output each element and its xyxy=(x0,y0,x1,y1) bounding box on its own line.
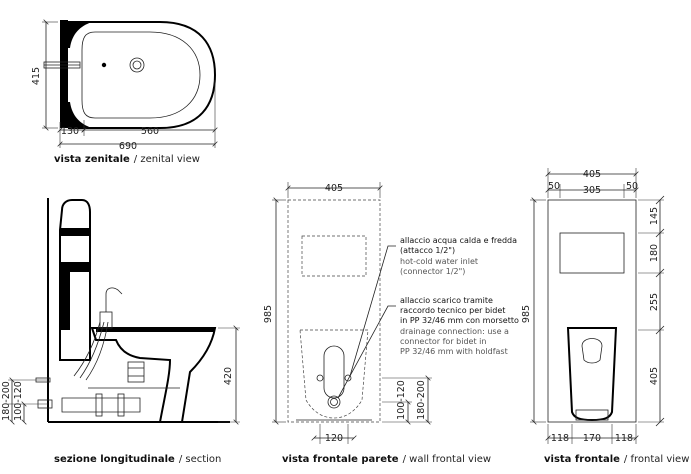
zenital-dim-130: 130 xyxy=(61,126,79,137)
frontal-dim-305: 305 xyxy=(583,185,601,196)
zenital-inner-rim xyxy=(81,31,201,119)
section-dim-180-200: 180-200 xyxy=(1,381,12,421)
frontal-top-panel xyxy=(559,232,625,274)
section-dim-100-120: 100-120 xyxy=(13,381,24,421)
zenital-bowl-outline xyxy=(68,21,217,129)
annotation-notes: allaccio acqua calda e fredda (attacco 1… xyxy=(400,236,519,356)
frontal-dim-118-left: 118 xyxy=(551,433,569,444)
wall-water-inlet-right xyxy=(344,374,352,382)
frontal-view: 405 50 305 50 985 145 180 255 405 xyxy=(521,168,689,465)
note-water-light-1: hot-cold water inlet xyxy=(400,257,478,266)
frontal-dim-118-right: 118 xyxy=(615,433,633,444)
wall-drain-inner xyxy=(330,398,338,406)
section-frame-block-top xyxy=(60,228,90,236)
wall-frame xyxy=(287,199,381,423)
wall-dim-100-120: 100-120 xyxy=(396,380,407,420)
wall-dim-120: 120 xyxy=(325,433,343,444)
wall-dim-180-200: 180-200 xyxy=(416,380,427,420)
zenital-view: 415 130 560 690 vista zenitale/ zenital … xyxy=(31,20,215,165)
note-drain-light-1: drainage connection: use a xyxy=(400,327,509,336)
wall-bidet-outline xyxy=(299,329,369,419)
section-bowl-rim xyxy=(96,328,214,332)
zenital-dim-690: 690 xyxy=(119,141,137,152)
leader-drain xyxy=(337,305,396,399)
frontal-dim-180: 180 xyxy=(649,244,660,262)
zenital-drain-inner xyxy=(132,60,142,70)
section-drain xyxy=(127,361,145,383)
frontal-dim-170: 170 xyxy=(583,433,601,444)
zenital-dim-415: 415 xyxy=(31,67,42,85)
frontal-dim-405: 405 xyxy=(583,169,601,180)
frontal-dim-145: 145 xyxy=(649,207,660,225)
frontal-dim-255: 255 xyxy=(649,293,660,311)
section-drain-pipe xyxy=(61,397,141,413)
zenital-wall-rail xyxy=(60,20,68,128)
note-drain-light-3: PP 32/46 mm with holdfast xyxy=(400,347,508,356)
section-bowl xyxy=(90,327,217,423)
section-view: 180-200 100-120 420 sezione longitudinal… xyxy=(1,198,240,465)
note-drain-light-2: connector for bidet in xyxy=(400,337,486,346)
section-frame-block-mid xyxy=(60,262,90,330)
zenital-caption: vista zenitale/ zenital view xyxy=(54,154,200,165)
wall-frontal-view: 405 985 100-120 180-200 120 vista fronta… xyxy=(263,182,491,465)
frontal-dim-50-right: 50 xyxy=(626,181,638,192)
zenital-tap-hole xyxy=(101,62,107,68)
wall-water-inlet-left xyxy=(316,374,324,382)
note-drain-bold-1: allaccio scarico tramite xyxy=(400,296,493,305)
section-frame-outline xyxy=(59,199,91,361)
frontal-tap xyxy=(581,338,603,364)
frontal-dim-50-left: 50 xyxy=(548,181,560,192)
wall-dim-985: 985 xyxy=(263,305,274,323)
wall-drain-outer xyxy=(327,395,341,409)
note-water-light-2: (connector 1/2") xyxy=(400,267,465,276)
frontal-dim-985: 985 xyxy=(521,305,532,323)
note-drain-bold-2: raccordo tecnico per bidet xyxy=(400,306,505,315)
wall-dim-405: 405 xyxy=(325,183,343,194)
wall-caption: vista frontale parete/ wall frontal view xyxy=(282,454,491,465)
frontal-bidet xyxy=(566,327,618,422)
section-caption: sezione longitudinale/ section xyxy=(54,454,221,465)
note-water-bold-1: allaccio acqua calda e fredda xyxy=(400,236,517,245)
wall-panel xyxy=(301,235,367,277)
frontal-frame xyxy=(547,199,637,423)
frontal-base xyxy=(575,409,609,421)
zenital-dim-560: 560 xyxy=(141,126,159,137)
zenital-side-mass-bottom xyxy=(68,102,92,128)
zenital-side-mass-top xyxy=(68,22,92,48)
frontal-caption: vista frontale/ frontal view xyxy=(544,454,689,465)
wall-drain-slot xyxy=(323,345,345,399)
zenital-drain-outer xyxy=(129,57,145,73)
frontal-dim-405-v: 405 xyxy=(649,367,660,385)
section-tap-spout xyxy=(105,287,123,312)
note-drain-bold-3: in PP 32/46 mm con morsetto xyxy=(400,316,519,325)
note-water-bold-2: (attacco 1/2") xyxy=(400,246,455,255)
section-tap-body xyxy=(99,311,113,329)
section-dim-420: 420 xyxy=(223,367,234,385)
leader-water xyxy=(349,245,396,377)
